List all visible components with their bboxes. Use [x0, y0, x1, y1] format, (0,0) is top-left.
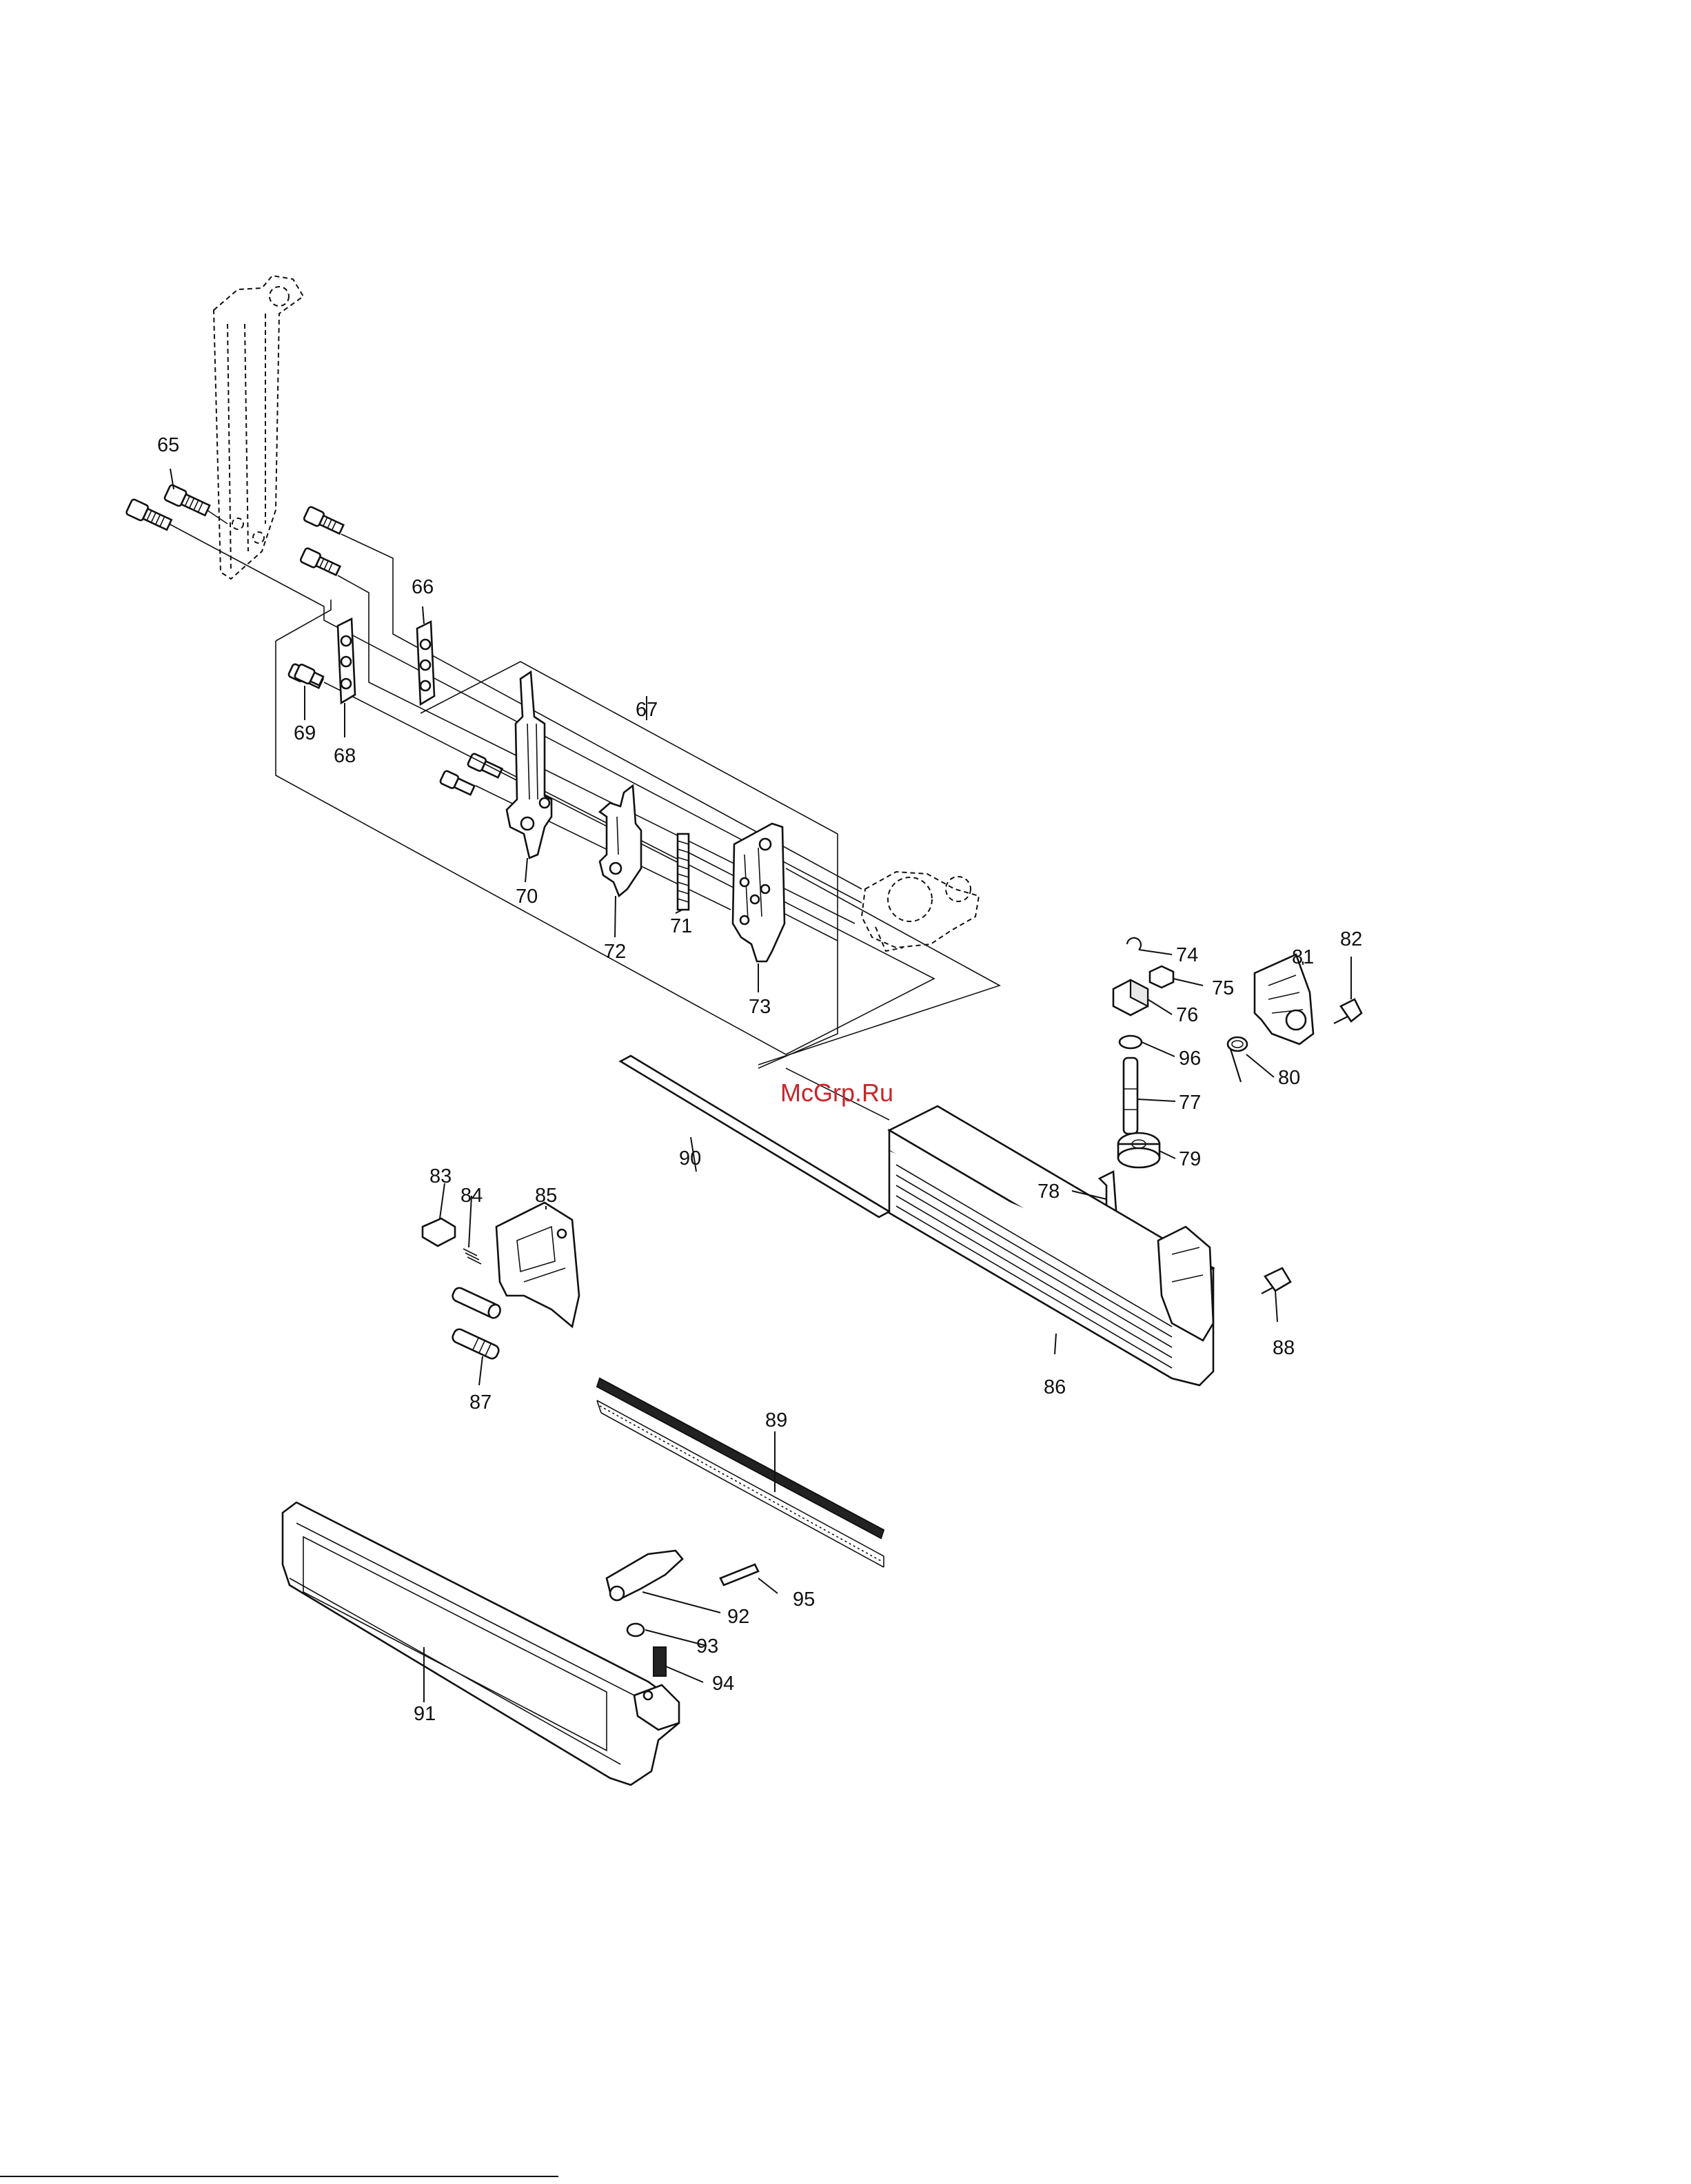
- label-96: 96: [1179, 1048, 1201, 1070]
- label-78: 78: [1037, 1181, 1060, 1203]
- label-94: 94: [712, 1673, 734, 1695]
- label-75: 75: [1212, 977, 1234, 999]
- part-80-spring: [1228, 1037, 1247, 1082]
- part-91-housing: [283, 1502, 679, 1785]
- label-66: 66: [412, 576, 434, 598]
- label-79: 79: [1179, 1148, 1201, 1170]
- part-72-guide: [600, 786, 641, 896]
- part-71-spring: [678, 834, 689, 910]
- part-73-nose-plate: [733, 824, 784, 961]
- part-87-pins: [451, 1286, 503, 1360]
- label-77: 77: [1179, 1092, 1201, 1114]
- part-95-pin: [720, 1564, 758, 1585]
- part-96-washer: [1120, 1036, 1142, 1048]
- part-84-spring: [463, 1249, 481, 1264]
- label-85: 85: [535, 1185, 557, 1207]
- label-69: 69: [294, 722, 316, 744]
- assembly-lines: [169, 510, 1000, 1120]
- label-90: 90: [679, 1147, 701, 1170]
- part-88-screw: [1262, 1268, 1290, 1294]
- part-85-plate: [496, 1203, 579, 1327]
- label-93: 93: [696, 1635, 718, 1657]
- part-76-bracket: [1113, 980, 1148, 1015]
- part-94-spring: [654, 1647, 666, 1676]
- label-81: 81: [1292, 946, 1314, 968]
- part-86-magazine: [889, 1106, 1213, 1385]
- label-76: 76: [1176, 1004, 1198, 1026]
- part-83-clip: [423, 1218, 455, 1246]
- ghost-driver-assembly: [214, 276, 303, 579]
- label-92: 92: [727, 1606, 749, 1628]
- label-82: 82: [1340, 928, 1362, 950]
- label-71: 71: [670, 915, 692, 937]
- part-89-springs: [597, 1378, 884, 1567]
- part-74-ering: [1127, 938, 1141, 950]
- label-67: 67: [636, 699, 658, 721]
- part-69-bolt: [294, 664, 323, 685]
- label-72: 72: [604, 941, 626, 963]
- label-95: 95: [793, 1589, 815, 1611]
- label-65: 65: [157, 434, 179, 456]
- part-66-plate: [417, 622, 434, 704]
- label-86: 86: [1044, 1376, 1066, 1398]
- label-87: 87: [469, 1391, 492, 1414]
- label-83: 83: [429, 1165, 452, 1187]
- label-68: 68: [334, 745, 356, 767]
- watermark-text: McGrp.Ru: [780, 1079, 893, 1107]
- label-89: 89: [765, 1409, 787, 1431]
- label-73: 73: [749, 996, 771, 1018]
- label-74: 74: [1176, 944, 1198, 966]
- part-68-plate: [338, 619, 355, 703]
- label-91: 91: [414, 1703, 436, 1725]
- label-70: 70: [516, 886, 538, 908]
- label-88: 88: [1273, 1337, 1295, 1359]
- part-93-collar: [627, 1624, 644, 1636]
- label-80: 80: [1278, 1067, 1300, 1089]
- part-77-shaft: [1124, 1058, 1137, 1134]
- label-84: 84: [460, 1185, 483, 1207]
- ghost-nose-housing: [862, 872, 979, 951]
- part-82-screw: [1334, 999, 1361, 1023]
- part-75-block: [1150, 966, 1173, 988]
- part-79-gear: [1118, 1133, 1160, 1167]
